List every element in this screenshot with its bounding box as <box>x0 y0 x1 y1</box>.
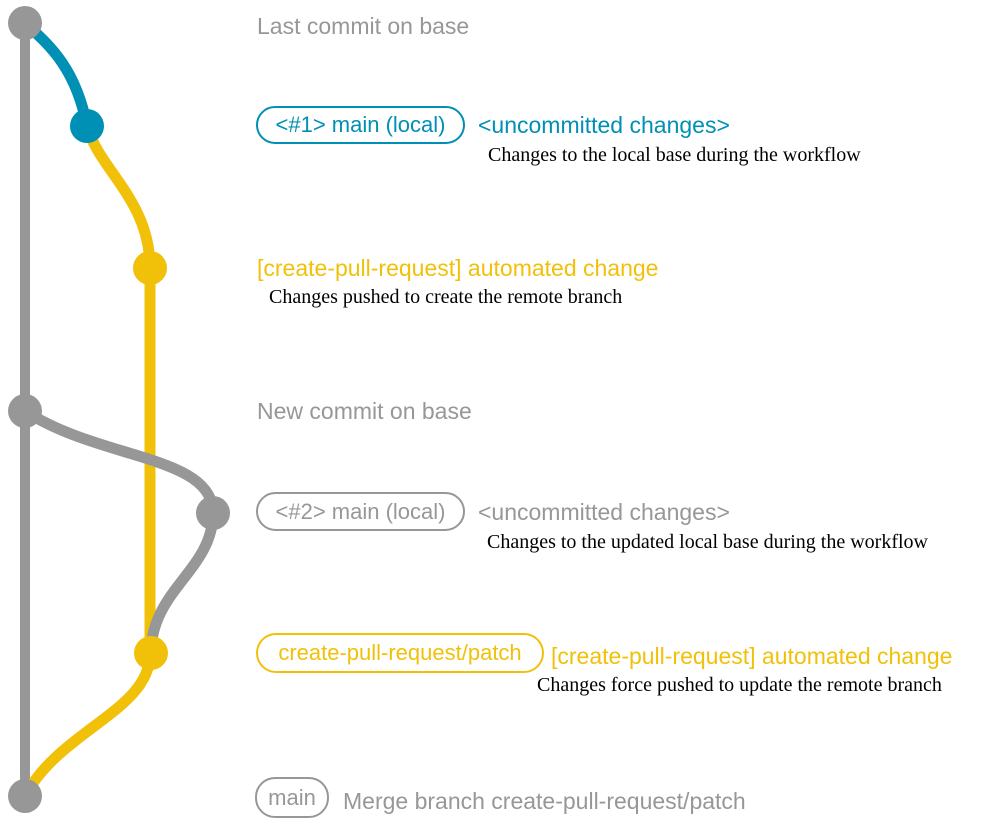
description-changes-pushed: Changes pushed to create the remote bran… <box>269 286 623 308</box>
commit-node-main-local-1 <box>70 109 104 143</box>
branch-create-pull-request-patch-line <box>19 120 156 802</box>
branch-base-update-curve <box>19 405 219 659</box>
label-automated-change-2: [create-pull-request] automated change <box>551 643 953 669</box>
commit-node-new-commit-on-base <box>8 394 42 428</box>
label-last-commit-on-base: Last commit on base <box>257 13 470 39</box>
commit-node-main-local-2 <box>196 496 230 530</box>
branch-badge-create-pull-request-patch: create-pull-request/patch <box>256 633 544 673</box>
description-local-base-changes: Changes to the local base during the wor… <box>488 144 861 166</box>
branch-badge-main-local-1: <#1> main (local) <box>256 106 465 144</box>
commit-node-merge-commit <box>8 779 42 813</box>
label-uncommitted-changes-2: <uncommitted changes> <box>478 499 730 525</box>
label-merge-branch-message: Merge branch create-pull-request/patch <box>343 788 746 814</box>
commit-node-automated-change-1 <box>133 251 167 285</box>
label-automated-change-1: [create-pull-request] automated change <box>257 255 659 281</box>
commit-node-last-commit-on-base <box>8 6 42 40</box>
commit-node-automated-change-2 <box>134 636 168 670</box>
branch-badge-main: main <box>255 777 329 818</box>
branch-badge-main-local-2: <#2> main (local) <box>256 492 465 531</box>
label-uncommitted-changes-1: <uncommitted changes> <box>478 112 730 138</box>
label-new-commit-on-base: New commit on base <box>257 398 472 424</box>
description-updated-local-base-changes: Changes to the updated local base during… <box>487 531 928 553</box>
git-graph <box>8 6 230 813</box>
branch-main-local-curve <box>19 17 93 132</box>
description-changes-force-pushed: Changes force pushed to update the remot… <box>537 674 942 696</box>
